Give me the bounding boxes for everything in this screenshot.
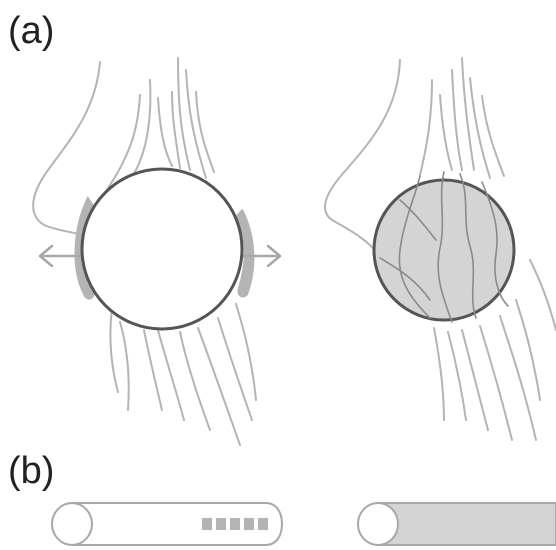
cylinder-open-openings <box>202 518 268 530</box>
open-vessel-circle <box>82 169 242 329</box>
cylinder-filled <box>358 503 556 545</box>
